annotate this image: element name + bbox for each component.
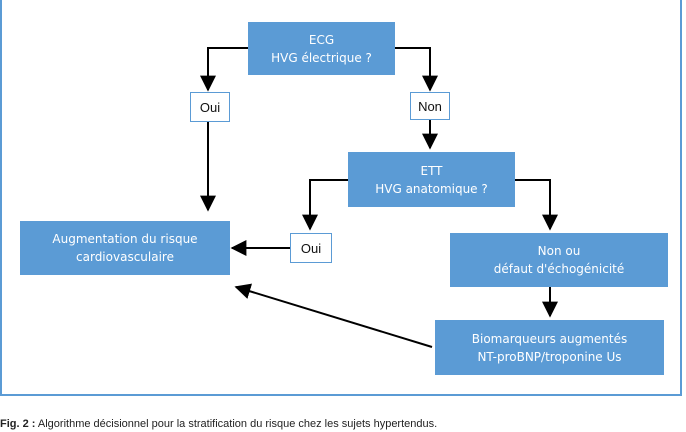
node-biomarqueurs: Biomarqueurs augmentés NT-proBNP/troponi…: [435, 320, 664, 375]
arrow-biomarqueurs-to-risk: [234, 283, 433, 348]
node-ecg-line1: ECG: [308, 32, 335, 47]
arrow-ecg-to-oui: [200, 47, 248, 92]
node-non-defaut-line2: défaut d'échogénicité: [493, 262, 625, 276]
connector-arrows: [200, 47, 558, 348]
node-non-defaut-line1: Non ou: [537, 244, 581, 258]
node-risk-line1: Augmentation du risque: [52, 232, 198, 246]
node-ecg-line2: HVG électrique ?: [271, 50, 372, 65]
label-oui-1: Oui: [190, 92, 230, 122]
node-ecg: ECG HVG électrique ?: [248, 22, 395, 75]
figure-caption: Fig. 2 : Algorithme décisionnel pour la …: [0, 418, 686, 432]
node-ett: ETT HVG anatomique ?: [348, 152, 515, 207]
arrow-ett-to-non-defaut: [515, 179, 558, 231]
arrow-ecg-to-non: [395, 47, 438, 92]
caption-text: Algorithme décisionnel pour la stratific…: [37, 418, 438, 430]
label-non-1: Non: [410, 92, 450, 120]
node-risk: Augmentation du risque cardiovasculaire: [20, 221, 230, 275]
node-biomarqueurs-line2: NT-proBNP/troponine Us: [477, 349, 622, 364]
node-risk-line2: cardiovasculaire: [76, 250, 174, 264]
arrow-ett-to-oui2: [302, 179, 348, 231]
node-ett-line2: HVG anatomique ?: [375, 181, 488, 196]
node-biomarqueurs-line1: Biomarqueurs augmentés: [471, 331, 628, 346]
node-ett-line1: ETT: [420, 163, 443, 178]
caption-prefix: Fig. 2 :: [0, 418, 36, 430]
node-non-defaut: Non ou défaut d'échogénicité: [450, 233, 668, 287]
label-oui-2: Oui: [290, 233, 332, 263]
